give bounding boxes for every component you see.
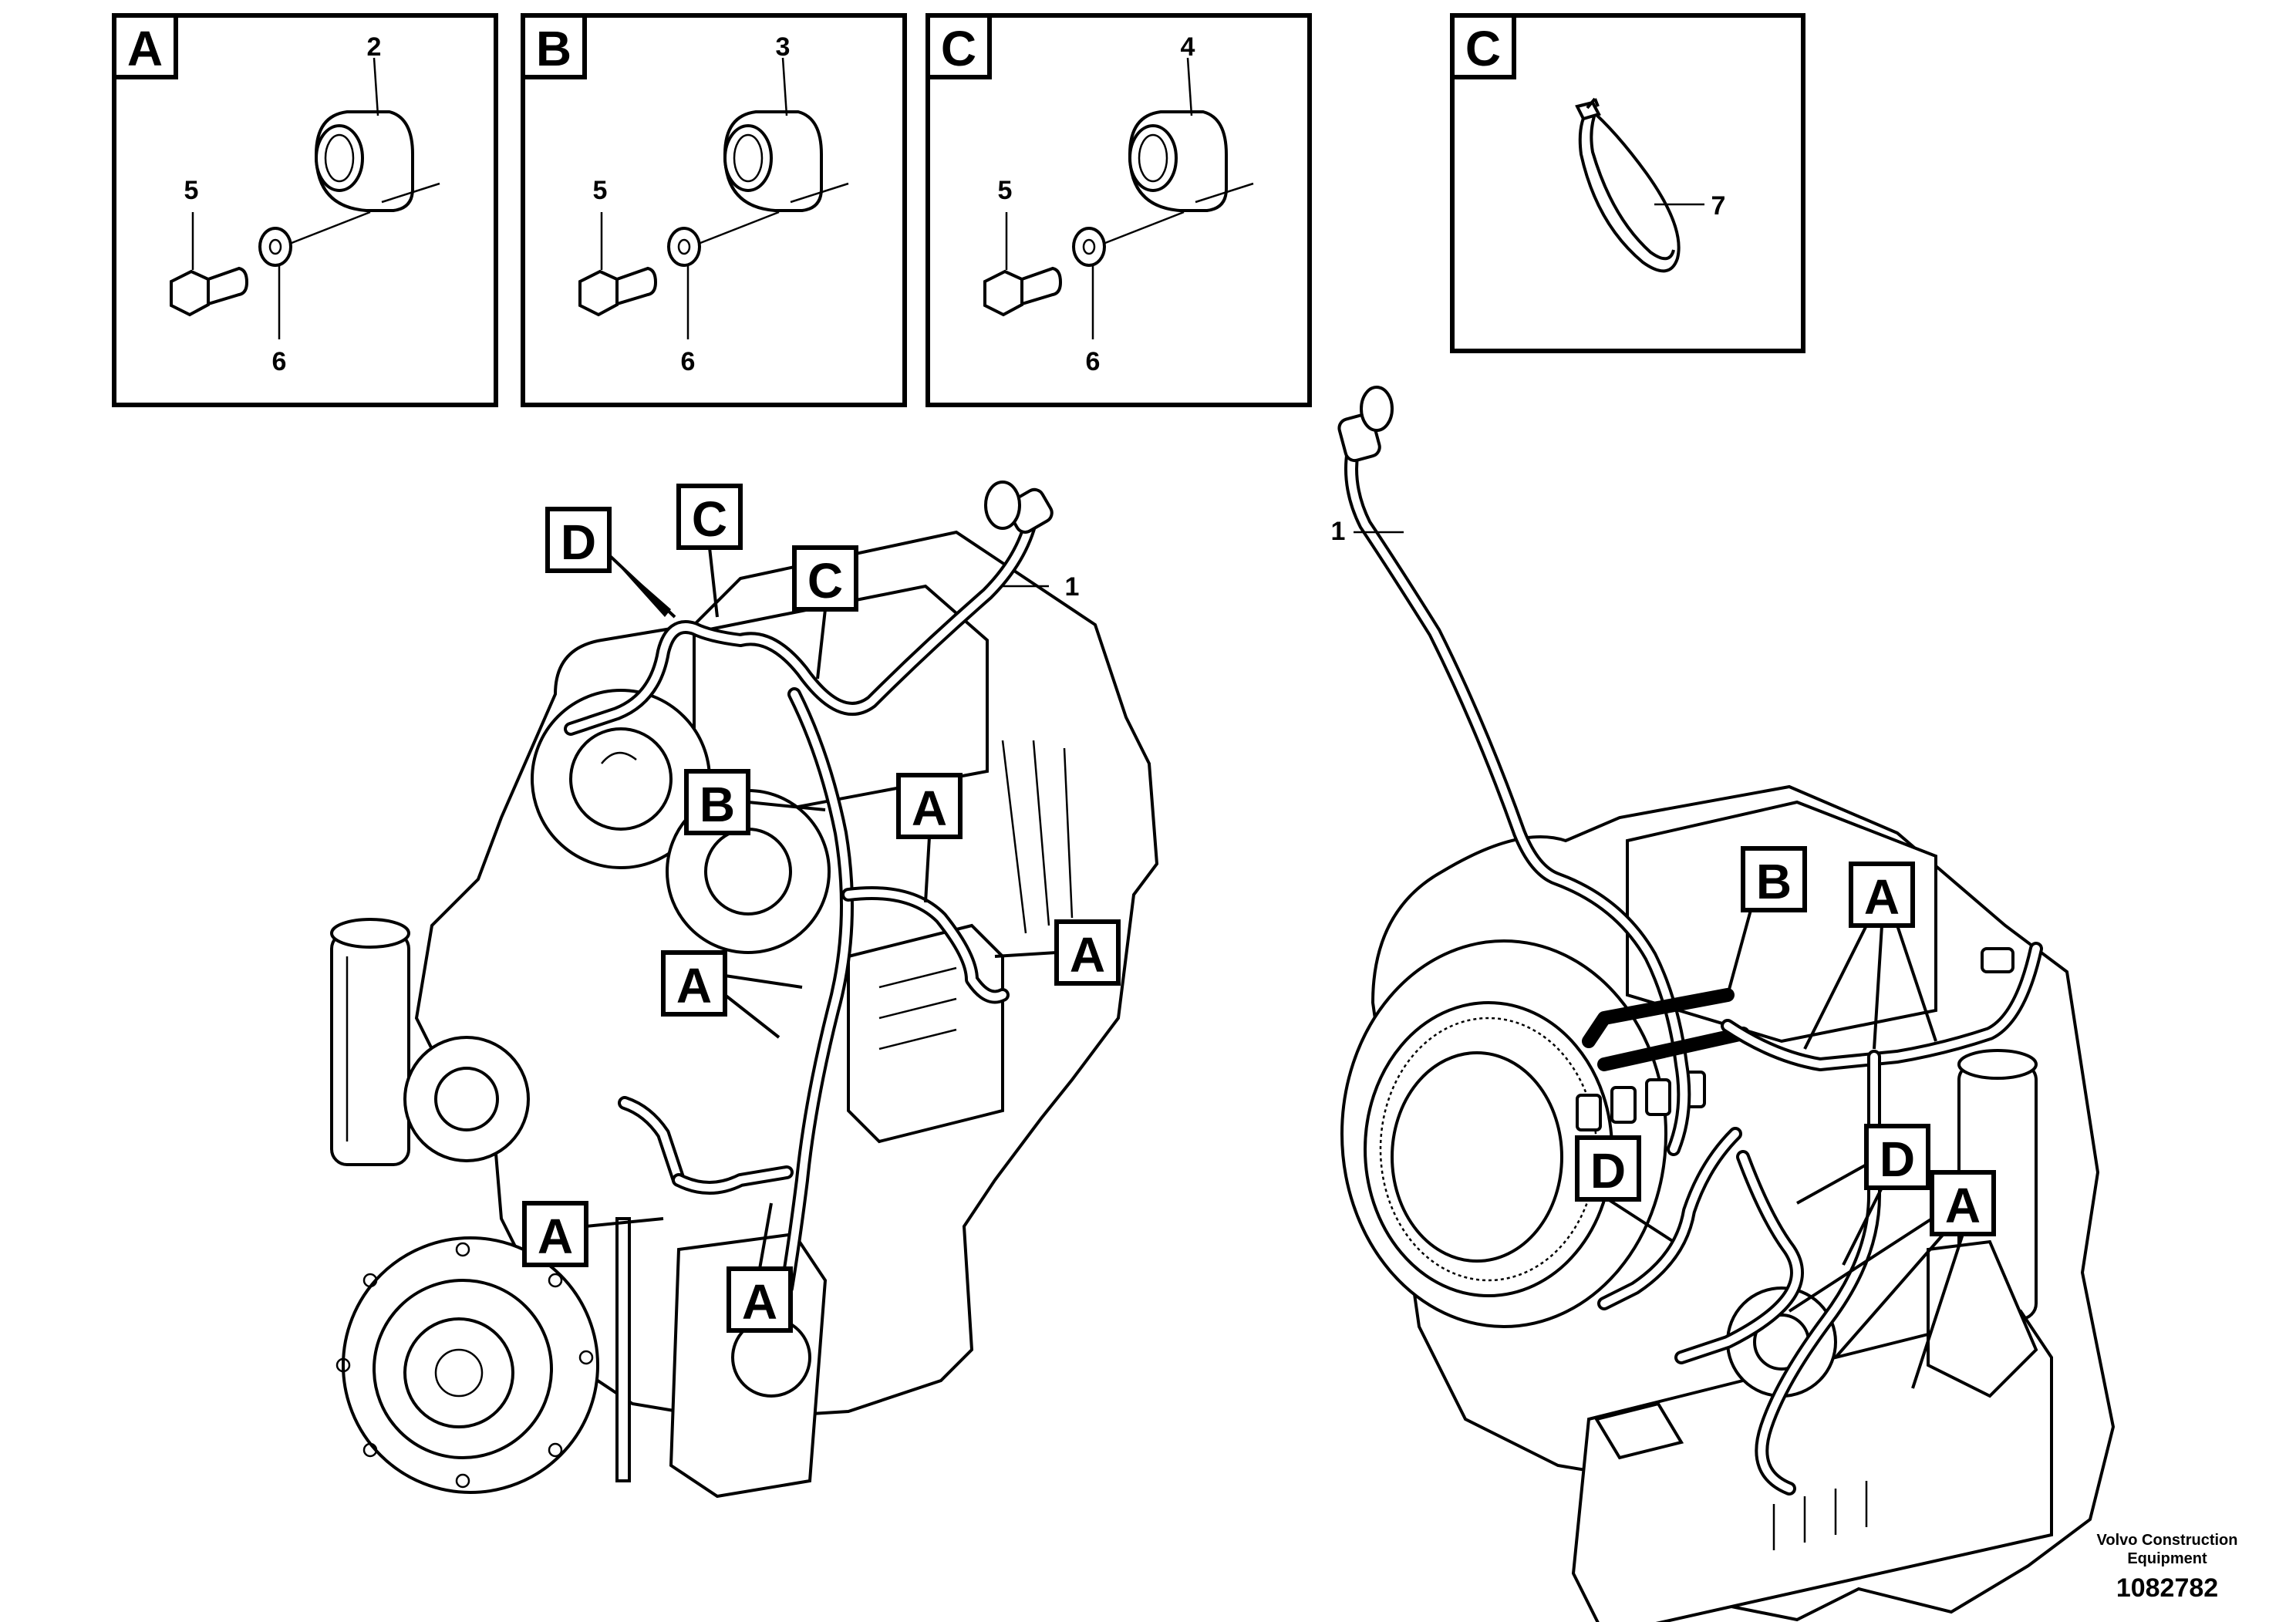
washer-icon	[667, 227, 701, 267]
panel-letter: C	[941, 21, 976, 76]
svg-text:1: 1	[1065, 572, 1080, 602]
callout-box-a: A	[896, 773, 963, 903]
left-callouts: D C C B A A A	[522, 484, 1121, 1333]
detail-panel-a: A 2 5 6	[112, 13, 498, 407]
callout-box-a: A	[661, 950, 803, 1039]
harness-callout: 1	[1331, 517, 1404, 546]
p-clip-icon	[1128, 110, 1254, 212]
detail-panel-c-tie: C 7	[1450, 13, 1805, 353]
svg-text:A: A	[538, 1209, 573, 1264]
detail-panel-b: B 3 5 6	[521, 13, 907, 407]
svg-text:A: A	[1864, 869, 1900, 925]
footer-company: Volvo Construction Equipment	[2067, 1531, 2267, 1568]
connector-row	[1576, 1071, 1706, 1131]
company-line-1: Volvo Construction	[2096, 1532, 2238, 1549]
left-transmission-assembly	[330, 530, 1159, 1499]
callout-box-a: A	[727, 1202, 793, 1333]
svg-text:A: A	[912, 781, 947, 836]
callout-bolt: 5	[593, 176, 608, 205]
callout-box-b: B	[684, 769, 826, 835]
bolt-icon	[578, 266, 658, 317]
svg-text:C: C	[807, 553, 843, 609]
callout-box-a: A	[994, 919, 1121, 986]
callout-bolt: 5	[998, 176, 1013, 205]
right-transmission-assembly	[1340, 784, 2116, 1622]
callout-washer: 6	[681, 347, 696, 376]
callout-box-d: D	[545, 507, 676, 619]
svg-text:D: D	[561, 514, 596, 570]
washer-icon	[258, 227, 292, 267]
bolt-icon	[170, 266, 249, 317]
bolt-icon	[983, 266, 1063, 317]
right-callouts: 1 B A D D A	[1331, 517, 1996, 1389]
callout-box-a: A	[522, 1201, 664, 1267]
callout-box-d: D	[1575, 1135, 1675, 1243]
callout-box-a: A	[1788, 1170, 1996, 1389]
svg-text:A: A	[742, 1274, 777, 1330]
p-clip-icon	[314, 110, 440, 212]
svg-text:B: B	[700, 777, 735, 832]
detail-panel-c: C 4 5 6	[925, 13, 1312, 407]
svg-text:C: C	[692, 491, 727, 547]
svg-text:A: A	[1070, 927, 1105, 983]
callout-box-c: C	[676, 484, 743, 618]
svg-text:A: A	[1945, 1178, 1981, 1233]
bolt-ring	[335, 1242, 594, 1489]
callout-clip: 4	[1181, 32, 1195, 62]
cable-tie-icon	[1575, 97, 1681, 273]
panel-letter: A	[127, 21, 163, 76]
callout-clip: 2	[367, 32, 382, 62]
p-clip-icon	[723, 110, 849, 212]
callout-box-c: C	[792, 545, 858, 679]
callout-tie: 7	[1711, 191, 1726, 221]
panel-letter: B	[536, 21, 571, 76]
harness-callout: 1	[1003, 572, 1079, 602]
company-line-2: Equipment	[2127, 1550, 2207, 1567]
callout-box-a: A	[1803, 862, 1937, 1050]
callout-washer: 6	[272, 347, 287, 376]
svg-text:1: 1	[1331, 517, 1346, 546]
callout-box-b: B	[1726, 846, 1807, 996]
svg-text:A: A	[676, 958, 712, 1013]
drawing-number: 1082782	[2116, 1573, 2219, 1603]
callout-box-d: D	[1796, 1124, 1930, 1266]
callout-washer: 6	[1086, 347, 1101, 376]
callout-bolt: 5	[184, 176, 199, 205]
svg-text:B: B	[1756, 854, 1792, 909]
right-wiring-harness	[1337, 386, 2043, 1496]
left-wiring-harness	[564, 481, 1054, 1295]
panel-letter: C	[1465, 21, 1501, 76]
callout-clip: 3	[776, 32, 791, 62]
svg-text:D: D	[1590, 1143, 1626, 1199]
washer-icon	[1072, 227, 1106, 267]
svg-text:D: D	[1880, 1131, 1915, 1187]
